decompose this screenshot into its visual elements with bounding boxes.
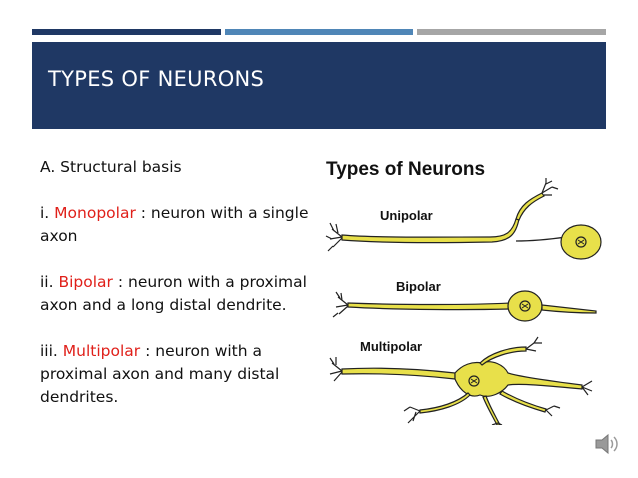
term-multipolar: Multipolar — [62, 342, 141, 360]
item-description: : neuron with a proximal axon and many d… — [40, 342, 280, 406]
item-prefix: i. — [40, 204, 55, 222]
item-description: : neuron with a proximal axon and a long… — [40, 273, 307, 314]
label-multipolar: Multipolar — [360, 339, 423, 354]
speaker-icon-graphic — [595, 433, 618, 455]
speaker-icon[interactable] — [594, 432, 620, 460]
item-prefix: iii. — [40, 342, 63, 360]
top-accent-bar-navy — [32, 29, 221, 35]
label-bipolar: Bipolar — [396, 279, 441, 294]
section-heading: A. Structural basis — [40, 158, 182, 176]
bipolar-neuron — [332, 290, 597, 322]
term-bipolar: Bipolar — [58, 273, 113, 291]
top-accent-bar-gray — [417, 29, 606, 35]
item-bipolar: ii. Bipolar : neuron with a proximal axo… — [40, 271, 320, 317]
body-text: A. Structural basis i. Monopolar : neuro… — [40, 156, 320, 432]
item-monopolar: i. Monopolar : neuron with a single axon — [40, 202, 320, 248]
neuron-types-figure: Types of Neurons Unipolar Bipolar Multip… — [320, 155, 610, 425]
top-accent-bar-blue — [225, 29, 413, 35]
title-banner: TYPES OF NEURONS — [32, 42, 606, 129]
item-multipolar: iii. Multipolar : neuron with a proximal… — [40, 340, 320, 409]
neuron-drawings — [325, 178, 602, 425]
item-description: : neuron with a single axon — [40, 204, 309, 245]
item-prefix: ii. — [40, 273, 59, 291]
slide-title: TYPES OF NEURONS — [48, 67, 265, 91]
figure-title: Types of Neurons — [326, 159, 486, 180]
term-monopolar: Monopolar — [54, 204, 136, 222]
unipolar-neuron — [325, 178, 602, 260]
label-unipolar: Unipolar — [380, 208, 433, 223]
multipolar-neuron — [329, 336, 593, 425]
